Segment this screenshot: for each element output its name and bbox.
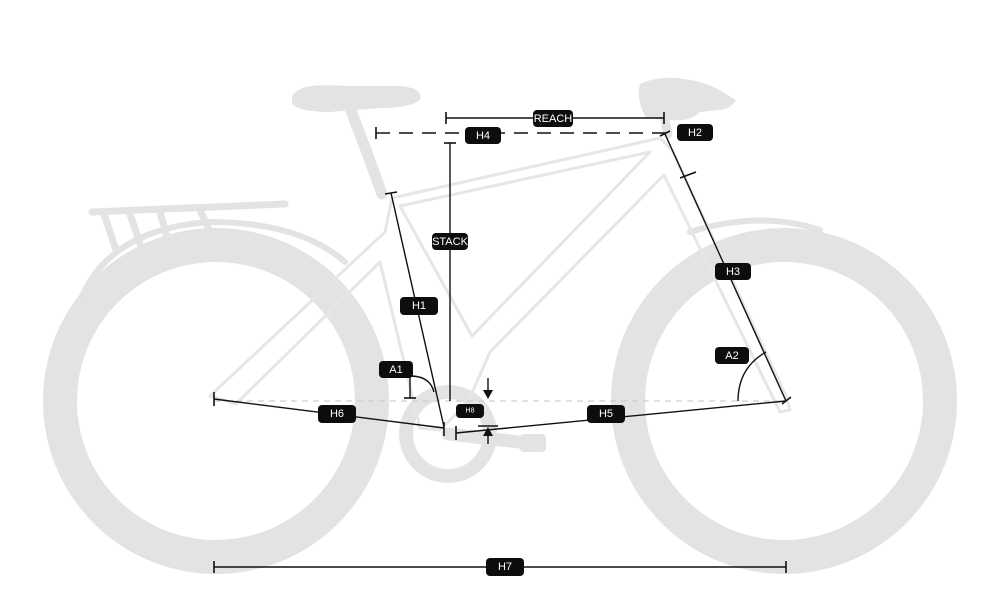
badge-h1: H1 xyxy=(400,297,438,315)
badge-a2: A2 xyxy=(715,347,749,364)
dimension-lines xyxy=(213,112,792,573)
top-tube-inner xyxy=(398,150,652,338)
seatpost xyxy=(344,102,388,200)
h3-tick-bottom xyxy=(781,396,792,405)
handlebar xyxy=(638,77,736,121)
badge-stack: STACK xyxy=(432,233,469,250)
badge-h2: H2 xyxy=(677,124,713,141)
rear-fender xyxy=(69,219,348,333)
a2-label: A2 xyxy=(725,350,738,362)
rear-rack xyxy=(88,200,289,254)
h2-tick-top xyxy=(659,130,671,137)
h6-label: H6 xyxy=(330,408,344,420)
h8-label: H8 xyxy=(466,408,475,415)
badge-h5: H5 xyxy=(587,405,625,423)
badge-h6: H6 xyxy=(318,405,356,423)
stack-label: STACK xyxy=(432,236,469,248)
h2-h3-divider-tick xyxy=(679,171,697,179)
badge-h7: H7 xyxy=(486,558,524,576)
front-wheel xyxy=(611,228,957,574)
bike-silhouette xyxy=(43,77,957,574)
badge-h3: H3 xyxy=(715,263,751,280)
front-fender xyxy=(687,217,823,235)
a2-angle-arc xyxy=(737,351,767,402)
h2-label: H2 xyxy=(688,127,702,139)
a1-angle-arc xyxy=(409,375,435,393)
h5-label: H5 xyxy=(599,408,613,420)
h7-label: H7 xyxy=(498,561,512,573)
a1-label: A1 xyxy=(389,364,402,376)
h1-tick-top xyxy=(384,191,398,195)
reach-label: REACH xyxy=(534,113,573,125)
h3-label: H3 xyxy=(726,266,740,278)
pedal xyxy=(520,434,546,452)
h4-label: H4 xyxy=(476,130,490,142)
badge-h4: H4 xyxy=(465,127,501,144)
frame xyxy=(208,136,792,432)
badge-reach: REACH xyxy=(533,110,573,127)
h8-arrow-bottom-head xyxy=(483,427,493,436)
badge-h8: H8 xyxy=(456,404,484,418)
badge-a1: A1 xyxy=(379,361,413,378)
h1-label: H1 xyxy=(412,300,426,312)
h8-arrow-top-head xyxy=(483,390,493,399)
saddle xyxy=(292,85,421,112)
